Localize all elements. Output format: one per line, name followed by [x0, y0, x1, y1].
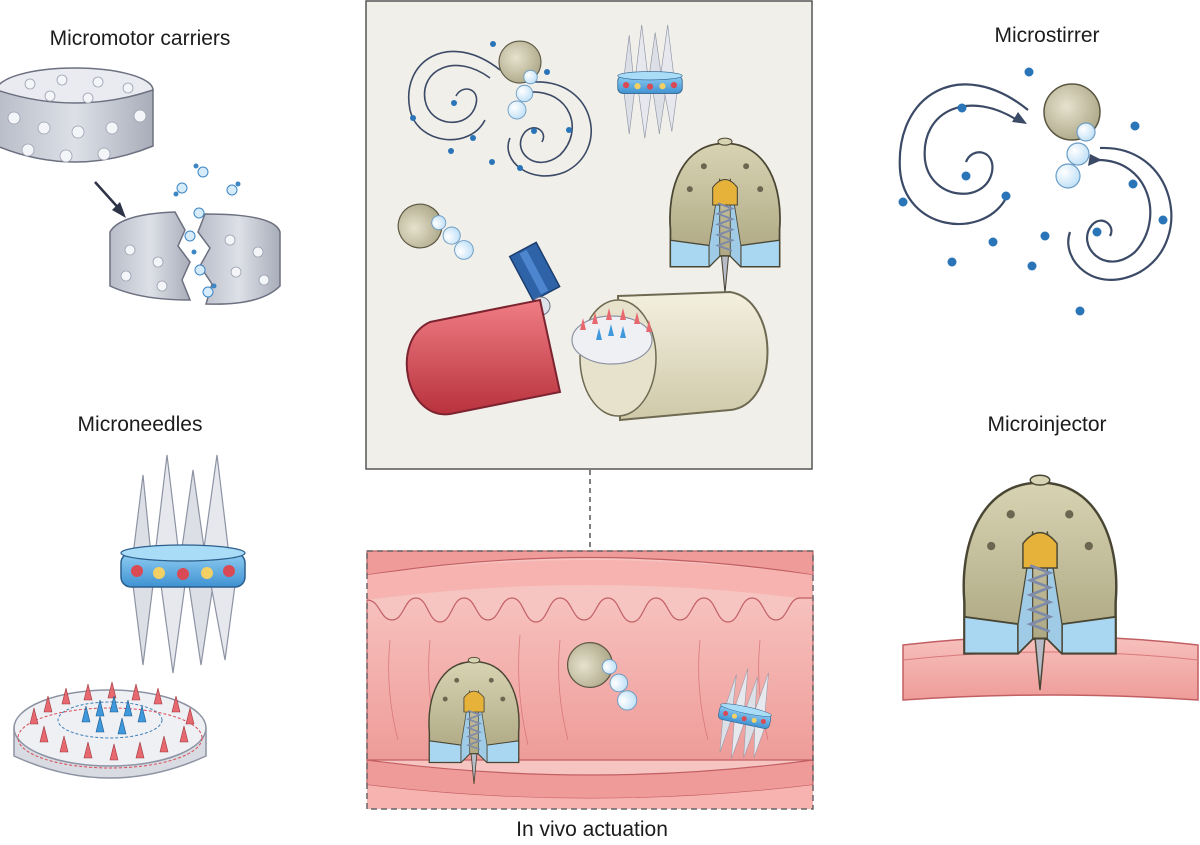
microstirrer-icon: [898, 67, 1173, 316]
center-panel: [365, 0, 813, 470]
intestine-icon: [366, 550, 814, 810]
label-microinjector: Microinjector: [987, 413, 1107, 436]
microneedle-ring-icon: [120, 454, 246, 674]
broken-disc-icon: [109, 163, 281, 305]
label-microneedles: Microneedles: [77, 413, 203, 436]
label-in-vivo-actuation: In vivo actuation: [516, 818, 668, 841]
microinjector-icon: [902, 473, 1199, 701]
micromotor-disc-icon: [0, 67, 154, 163]
arrow-icon: [94, 181, 126, 218]
label-micromotor-carriers: Micromotor carriers: [49, 27, 231, 50]
capsule-icon: [405, 241, 769, 422]
microneedle-patch-icon: [13, 681, 207, 779]
label-microstirrer: Microstirrer: [994, 24, 1100, 47]
